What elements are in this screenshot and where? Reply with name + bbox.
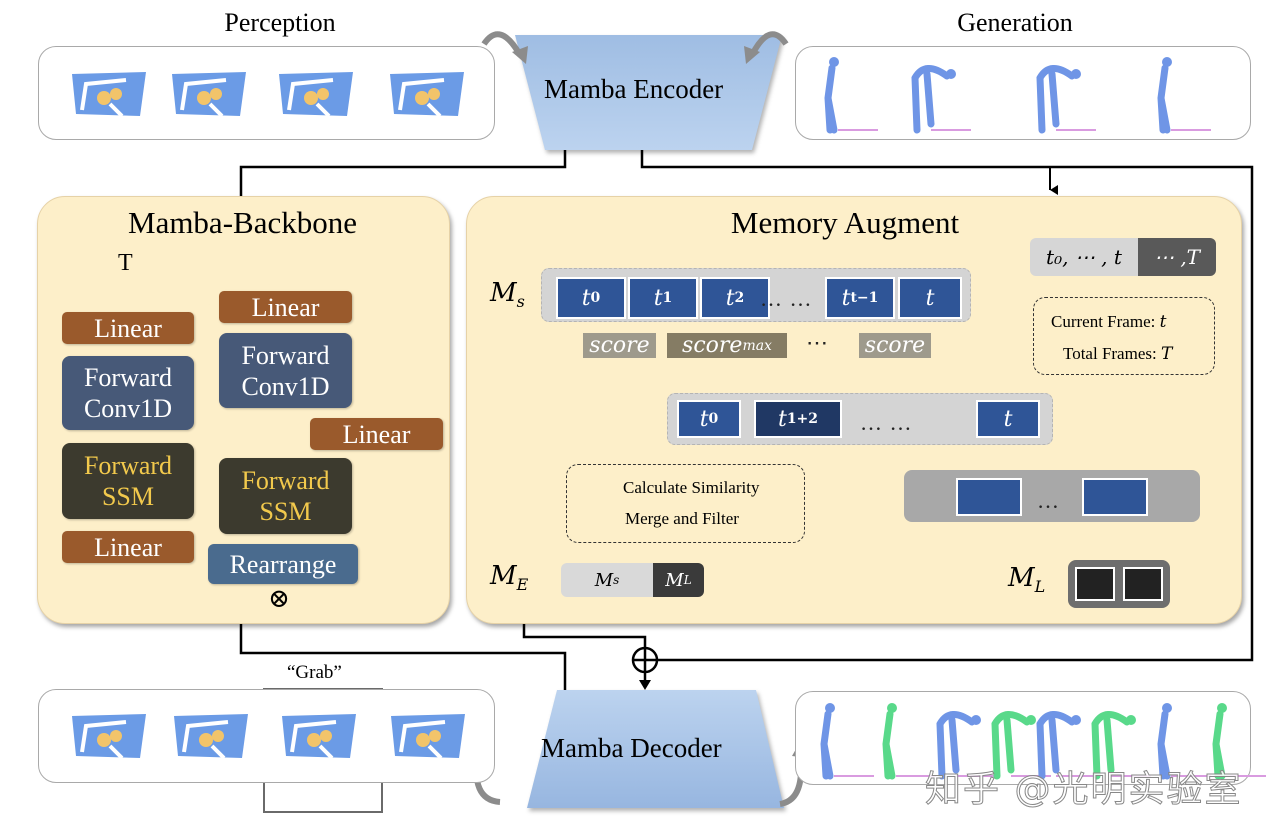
generation-pose-image [820,703,874,780]
score-chip: score [583,333,656,358]
total-frames-text: Total Frames: T [1063,344,1173,364]
long-memory-token [1075,567,1115,601]
perception-frame-image [72,72,146,118]
encoder-shape [515,35,782,150]
perception-title: Perception [224,8,336,37]
perception-frame-image [172,72,246,118]
short-memory-ellipsis: … … [760,286,813,311]
legend-box [566,464,805,543]
decoder-label: Mamba Decoder [541,733,722,763]
curved-arrow-icon [749,31,789,57]
generation-pose-image [1212,703,1266,780]
perception-frame-image [72,714,146,760]
multiply-icon: ⊗ [268,584,290,613]
legend-similarity: Calculate Similarity [623,478,760,497]
perception-frame-image [391,714,465,760]
left-forward-ssm: Forward SSM [62,443,194,519]
perception-frame-image [279,72,353,118]
filtered-ellipsis: … [1037,488,1060,513]
frame-info-box [1033,297,1215,375]
merged-memory-ellipsis: … … [860,410,913,435]
generation-pose-image [1091,711,1151,780]
perception-frame-image [282,714,356,760]
generation-pose-image [882,703,936,780]
decoder-shape [527,690,784,808]
perception-frame-image [390,72,464,118]
short-memory-token: t [898,277,962,319]
score-ellipsis: ⋯ [806,330,829,355]
filtered-token [956,478,1022,516]
input-t-label: T [118,250,133,276]
encoder-label: Mamba Encoder [544,74,724,104]
right-forward-conv1d: Forward Conv1D [219,333,352,408]
generation-pose-image [936,711,996,780]
current-frame-text: Current Frame: t [1051,312,1167,332]
score-chip: score [859,333,931,358]
me-label: ME [490,561,529,595]
frame-sequence: t₀, ⋯ , t ⋯ ,T [1030,238,1216,276]
generation-pose-image [1157,57,1211,134]
frame-sequence-rest: ⋯ ,T [1138,238,1216,276]
grab-label: “Grab” [287,662,342,683]
gate-linear: Linear [310,418,443,450]
generation-output-panel [795,691,1251,785]
generation-pose-image [824,57,878,134]
ms-label: Ms [490,278,525,312]
watermark: 知乎 @光明实验室 [924,769,1243,811]
generation-title: Generation [957,8,1073,37]
filtered-token [1082,478,1148,516]
generation-pose-image [1036,65,1096,134]
generation-pose-image [1157,703,1211,780]
legend-merge: Merge and Filter [625,509,739,528]
long-memory-token [1123,567,1163,601]
rearrange-block: Rearrange [208,544,358,584]
memory-title: Memory Augment [730,205,960,240]
generation-pose-image [1036,711,1096,780]
merged-memory-token: t [976,400,1040,438]
backbone-title: Mamba-Backbone [128,205,357,240]
frame-sequence-visible: t₀, ⋯ , t [1030,238,1138,276]
generation-pose-image [911,65,971,134]
ml-label: ML [1008,563,1046,597]
left-forward-conv1d: Forward Conv1D [62,356,194,430]
left-linear-bottom: Linear [62,531,194,563]
right-forward-ssm: Forward SSM [219,458,352,534]
perception-frame-image [174,714,248,760]
left-linear-top: Linear [62,312,194,344]
generation-panel [795,46,1251,140]
filtered-memory-bar [904,470,1200,522]
right-linear-top: Linear [219,291,352,323]
curved-arrow-icon [481,31,523,57]
